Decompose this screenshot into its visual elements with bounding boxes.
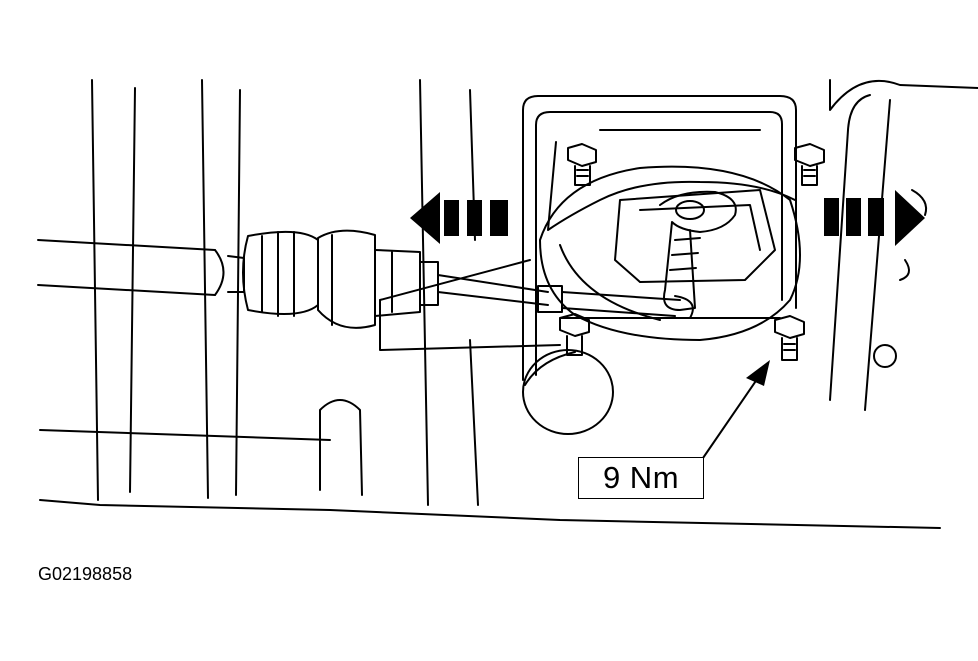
leader-arrow-icon (702, 360, 770, 459)
cap-plug (522, 349, 614, 435)
torque-spec-label: 9 Nm (578, 457, 704, 499)
mounting-bracket (522, 79, 978, 411)
cable-tube (37, 239, 245, 296)
bolt-bottom-right (774, 315, 805, 361)
cable-connector (242, 229, 694, 329)
body-panel-lines (39, 79, 941, 529)
figure-id: G02198858 (38, 564, 133, 584)
arrow-left-icon (410, 192, 508, 244)
bolt-top-left (567, 143, 597, 186)
arrow-right-icon (824, 190, 925, 246)
bolt-top-right (794, 143, 825, 186)
bolt-bottom-left (559, 313, 590, 356)
